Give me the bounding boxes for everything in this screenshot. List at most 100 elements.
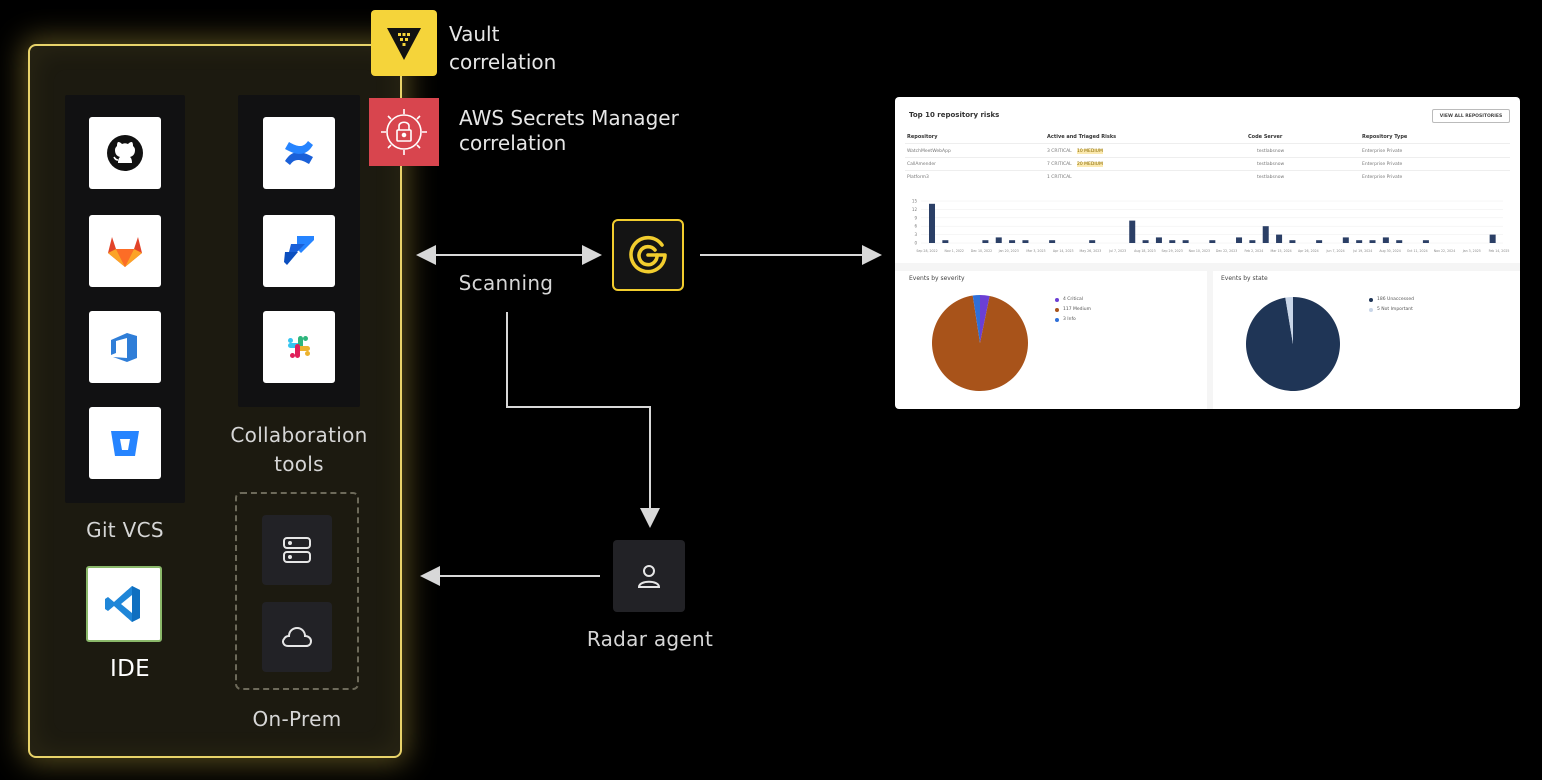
bar [1396, 240, 1403, 243]
jira-icon[interactable] [263, 215, 335, 287]
y-tick-label: 12 [912, 207, 918, 212]
x-tick-label: Jan 3, 2025 [1462, 249, 1481, 253]
dashboard-screenshot: Top 10 repository risks VIEW ALL REPOSIT… [895, 97, 1520, 409]
git-vcs-label: Git VCS [86, 518, 164, 542]
legend-label: 3 Info [1063, 317, 1076, 322]
legend-swatch [1369, 307, 1373, 312]
x-tick-label: Dec 10, 2022 [971, 249, 992, 253]
vault-label-line1: Vault [449, 22, 500, 46]
bar [1316, 240, 1323, 243]
bar [1022, 240, 1029, 243]
x-tick-label: Jun 7, 2024 [1325, 249, 1344, 253]
bar [1342, 237, 1349, 243]
bar [1422, 240, 1429, 243]
table-row[interactable]: CallAmender [907, 162, 936, 167]
legend-entry: 5 Not Important [1369, 307, 1413, 312]
x-tick-label: Jan 20, 2023 [998, 249, 1019, 253]
bar [1262, 226, 1269, 243]
vscode-icon[interactable] [86, 566, 162, 642]
legend-label: 186 Unaccessed [1377, 297, 1414, 302]
legend-entry: 117 Medium [1055, 307, 1091, 312]
bar [1089, 240, 1096, 243]
col-repo-type: Repository Type [1362, 134, 1408, 140]
x-tick-label: Feb 14, 2025 [1489, 249, 1510, 253]
collaboration-label-line1: Collaboration [230, 423, 368, 447]
pie-slice [980, 295, 990, 343]
vault-correlation-label: Vault correlation [449, 20, 556, 76]
y-tick-label: 9 [914, 215, 917, 220]
x-tick-label: Apr 26, 2024 [1298, 249, 1319, 253]
scanning-label: Scanning [458, 271, 554, 295]
x-tick-label: Mar 3, 2023 [1026, 249, 1045, 253]
legend-label: 4 Critical [1063, 297, 1084, 302]
bar [1249, 240, 1256, 243]
legend-label: 117 Medium [1063, 307, 1092, 312]
col-code-server: Code Server [1248, 134, 1283, 140]
pie-slice [1285, 297, 1293, 344]
bar [1049, 240, 1056, 243]
confluence-icon[interactable] [263, 117, 335, 189]
x-tick-label: Jul 7, 2023 [1108, 249, 1126, 253]
on-prem-box [235, 492, 359, 690]
ide-label: IDE [110, 656, 150, 682]
radar-agent-label: Radar agent [586, 627, 714, 651]
x-tick-label: Nov 10, 2023 [1189, 249, 1210, 253]
table-row[interactable]: WatchMeetWebApp [907, 149, 951, 154]
legend-label: 5 Not Important [1377, 307, 1413, 312]
view-all-repositories-button[interactable]: VIEW ALL REPOSITORIES [1432, 109, 1510, 123]
x-tick-label: Aug 18, 2023 [1134, 249, 1155, 253]
legend-entry: 186 Unaccessed [1369, 297, 1414, 302]
x-tick-label: Feb 2, 2024 [1244, 249, 1263, 253]
x-tick-label: Oct 11, 2024 [1407, 249, 1428, 253]
col-repository: Repository [907, 134, 938, 140]
aws-label-line2: correlation [459, 131, 567, 155]
y-tick-label: 6 [914, 224, 917, 229]
y-tick-label: 0 [914, 241, 917, 246]
radar-logo-icon[interactable] [612, 219, 684, 291]
github-icon[interactable] [89, 117, 161, 189]
legend-entry: 3 Info [1055, 317, 1076, 322]
cloud-icon[interactable] [262, 602, 332, 672]
bar [1382, 237, 1389, 243]
legend-entry: 4 Critical [1055, 297, 1083, 302]
bar [995, 237, 1002, 243]
bitbucket-icon[interactable] [89, 407, 161, 479]
state-chart-title: Events by state [1221, 275, 1268, 282]
bar [982, 240, 989, 243]
aws-label-line1: AWS Secrets Manager [459, 106, 679, 130]
slack-icon[interactable] [263, 311, 335, 383]
severity-chart-title: Events by severity [909, 275, 965, 282]
x-tick-label: Sep 29, 2023 [1162, 249, 1183, 253]
legend-swatch [1055, 317, 1059, 322]
x-tick-label: Mar 15, 2024 [1270, 249, 1291, 253]
col-risks: Active and Triaged Risks [1047, 134, 1117, 140]
aws-secrets-manager-icon[interactable] [369, 98, 439, 166]
vault-label-line2: correlation [449, 50, 557, 74]
severity-pie-chart [932, 295, 1028, 391]
bar [1236, 237, 1243, 243]
legend-swatch [1055, 307, 1059, 312]
x-tick-label: May 26, 2023 [1080, 249, 1102, 253]
legend-swatch [1369, 297, 1373, 302]
collaboration-label-line2: tools [274, 452, 324, 476]
on-prem-label: On-Prem [252, 707, 342, 731]
x-tick-label: Aug 30, 2024 [1379, 249, 1400, 253]
x-tick-label: Nov 1, 2022 [945, 249, 964, 253]
azure-devops-icon[interactable] [89, 311, 161, 383]
collaboration-tools-label: Collaboration tools [218, 421, 380, 479]
table-row[interactable]: Platform3 [907, 175, 929, 180]
bar [1155, 237, 1162, 243]
bar [1142, 240, 1149, 243]
x-tick-label: Jul 19, 2024 [1352, 249, 1372, 253]
agent-arrow [506, 312, 660, 528]
state-pie-chart [1246, 297, 1340, 391]
server-icon[interactable] [262, 515, 332, 585]
bar [929, 203, 936, 243]
bar [1009, 240, 1016, 243]
vault-icon[interactable] [371, 10, 437, 76]
bar [1276, 234, 1283, 243]
user-icon[interactable] [613, 540, 685, 612]
gitlab-icon[interactable] [89, 215, 161, 287]
